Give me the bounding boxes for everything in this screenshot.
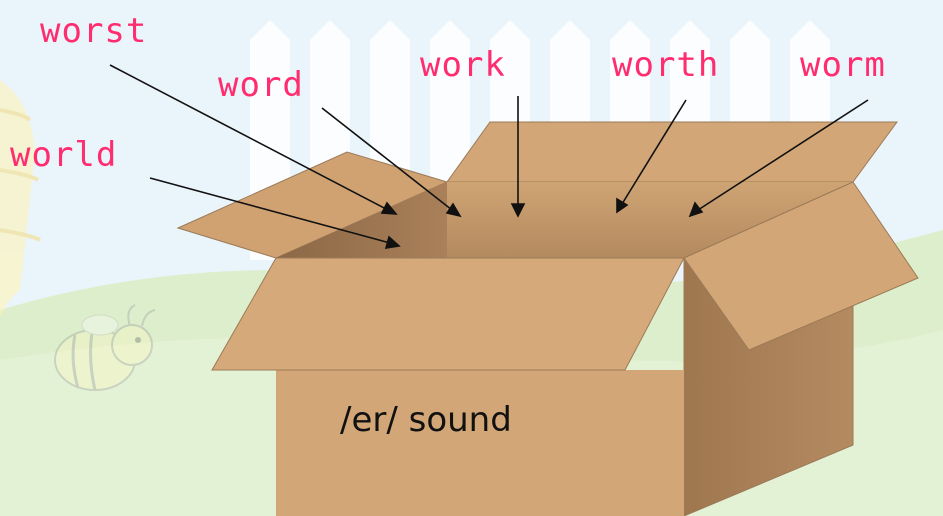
box-back-flap [446, 121, 898, 183]
word-label: worst [40, 11, 148, 51]
bee-icon [54, 304, 156, 391]
arrows [109, 64, 869, 249]
box-sound-label: /er/ sound [340, 400, 512, 440]
word-label: word [218, 65, 304, 105]
box-front-flap [211, 257, 685, 371]
box-inside-left [276, 182, 447, 258]
word-label: worm [800, 45, 886, 85]
box-right-flap [683, 181, 919, 351]
beehive-icon [0, 80, 41, 317]
word-label: world [10, 135, 118, 175]
word-label: worth [612, 45, 720, 85]
word-label: work [420, 45, 506, 85]
box-inside-back [447, 182, 853, 258]
box-front-face [276, 370, 684, 516]
